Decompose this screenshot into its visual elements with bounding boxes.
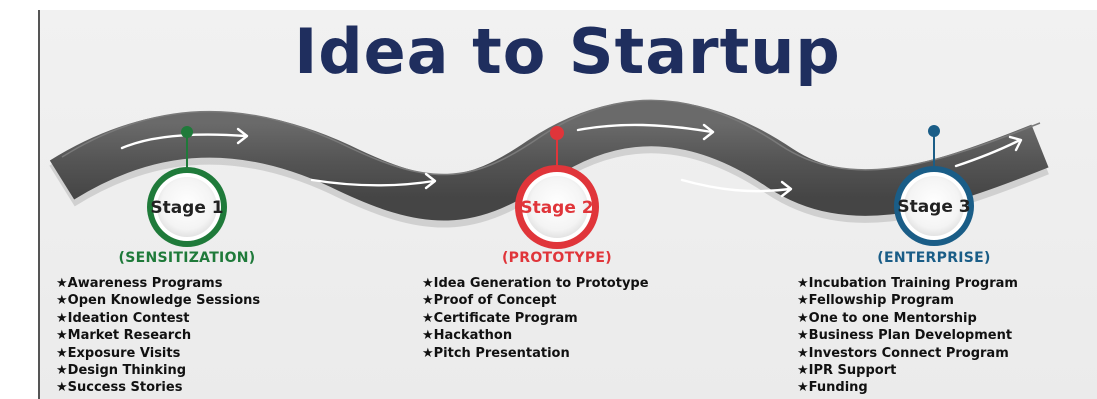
left-divider-line [38, 10, 40, 399]
list-item: ★Incubation Training Program [797, 276, 1018, 291]
list-item: ★Business Plan Development [797, 328, 1013, 344]
road-edge-top [61, 99, 1041, 176]
page-title: Idea to Startup [294, 15, 841, 88]
list-item: ★Awareness Programs [56, 276, 223, 291]
list-item: ★Fellowship Program [797, 293, 954, 309]
list-item: ★IPR Support [797, 363, 897, 379]
stage-3-activity-list: ★Incubation Training Program ★Fellowship… [797, 275, 1018, 397]
list-item: ★Idea Generation to Prototype [422, 276, 649, 291]
stage-1-phase: (SENSITIZATION) [118, 250, 256, 266]
stage-2-pin [550, 126, 564, 140]
list-item: ★Pitch Presentation [422, 345, 570, 361]
stage-1-label: Stage 1 [150, 198, 223, 218]
stage-3-marker: Stage 3 [894, 125, 974, 246]
list-item: ★Certificate Program [422, 310, 578, 326]
list-item: ★Ideation Contest [56, 310, 190, 326]
list-item: ★Market Research [56, 328, 192, 344]
stage-2-label: Stage 2 [520, 198, 593, 218]
stage-2-marker: Stage 2 [515, 126, 599, 249]
list-item: ★Funding [797, 380, 868, 396]
list-item: ★Exposure Visits [56, 345, 181, 361]
road-arrow [680, 178, 793, 198]
stage-2-activity-list: ★Idea Generation to Prototype ★Proof of … [422, 275, 649, 362]
list-item: ★Hackathon [422, 328, 513, 344]
list-item: ★Success Stories [56, 380, 183, 396]
stage-2-phase: (PROTOTYPE) [501, 250, 612, 266]
stage-3-label: Stage 3 [897, 197, 970, 217]
list-item: ★Open Knowledge Sessions [56, 293, 261, 309]
list-item: ★One to one Mentorship [797, 310, 977, 326]
stage-3-phase: (ENTERPRISE) [877, 250, 991, 266]
road-arrows [120, 123, 1023, 198]
road-arrow [310, 172, 437, 190]
stage-1-pin [181, 126, 193, 138]
road-arrow [576, 123, 715, 141]
stage-1-marker: Stage 1 [147, 126, 227, 247]
road-arrow [954, 135, 1023, 168]
stage-3-pin [928, 125, 940, 137]
road-arrow [120, 127, 249, 150]
list-item: ★Design Thinking [56, 363, 187, 379]
list-item: ★Investors Connect Program [797, 345, 1009, 361]
stage-1-activity-list: ★Awareness Programs ★Open Knowledge Sess… [56, 275, 260, 397]
list-item: ★Proof of Concept [422, 293, 557, 309]
